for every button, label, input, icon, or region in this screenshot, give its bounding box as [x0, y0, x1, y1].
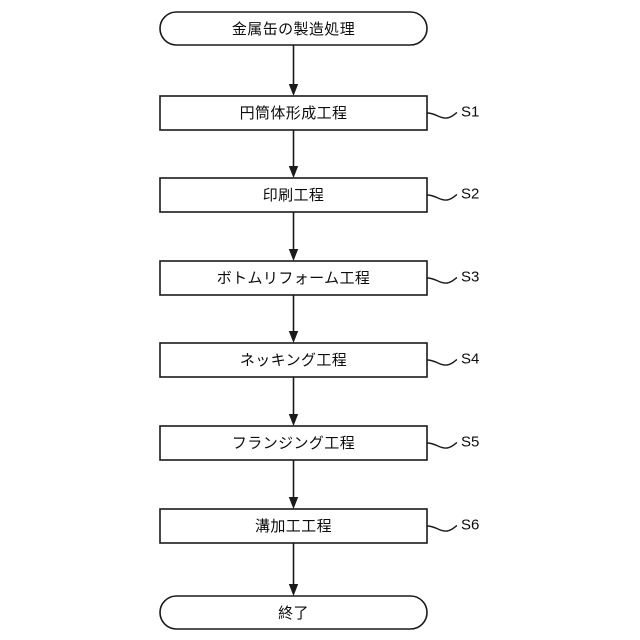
step-callout-s5-text: S5	[461, 433, 479, 450]
step-callout-s4-text: S4	[461, 350, 479, 367]
end-terminator-label: 終了	[278, 604, 309, 622]
start-terminator-label: 金属缶の製造処理	[232, 20, 355, 38]
step-callout-s6: S6	[426, 516, 479, 533]
flow-arrow-start-to-s1	[288, 45, 299, 96]
step-callout-s3-line	[426, 276, 458, 284]
arrow-head-icon	[288, 331, 299, 343]
flow-arrow-s3-to-s4	[288, 295, 299, 343]
step-callout-s1-text: S1	[461, 103, 479, 120]
arrow-head-icon	[288, 497, 299, 509]
process-step-s1-box	[159, 95, 428, 131]
process-step-s2[interactable]: 印刷工程	[159, 177, 428, 213]
step-callout-s1: S1	[426, 103, 479, 120]
step-callout-s4: S4	[426, 350, 479, 367]
step-callout-s2-text: S2	[461, 185, 479, 202]
step-callout-s2: S2	[426, 185, 479, 202]
process-step-s3-label: ボトムリフォーム工程	[217, 269, 371, 287]
flow-arrow-s5-to-s6	[288, 460, 299, 509]
step-callout-s6-line	[426, 524, 458, 532]
arrow-head-icon	[288, 84, 299, 96]
step-callout-s6-text: S6	[461, 516, 479, 533]
arrow-head-icon	[288, 584, 299, 596]
process-step-s6-label: 溝加工工程	[255, 517, 332, 535]
process-step-s4[interactable]: ネッキング工程	[159, 342, 428, 378]
arrow-head-icon	[288, 414, 299, 426]
flow-arrow-s4-to-s5	[288, 377, 299, 426]
process-step-s1-label: 円筒体形成工程	[240, 104, 348, 122]
end-terminator-shape	[159, 595, 428, 630]
arrow-head-icon	[288, 166, 299, 178]
step-callout-s2-line	[426, 193, 458, 201]
step-callout-s4-line	[426, 358, 458, 366]
step-callout-s1-line	[426, 111, 458, 119]
process-step-s4-label: ネッキング工程	[240, 351, 347, 369]
step-callout-s3: S3	[426, 268, 479, 285]
process-step-s1[interactable]: 円筒体形成工程	[159, 95, 428, 131]
step-callout-s5: S5	[426, 433, 479, 450]
arrow-head-icon	[288, 249, 299, 261]
step-callout-s5-line	[426, 441, 458, 449]
process-step-s3[interactable]: ボトムリフォーム工程	[159, 260, 428, 296]
process-step-s5[interactable]: フランジング工程	[159, 425, 428, 461]
process-step-s5-label: フランジング工程	[232, 434, 355, 452]
flow-arrow-s1-to-s2	[288, 130, 299, 178]
process-step-s6[interactable]: 溝加工工程	[159, 508, 428, 544]
process-step-s2-label: 印刷工程	[263, 186, 325, 204]
flow-arrow-s2-to-s3	[288, 212, 299, 261]
step-callout-s3-text: S3	[461, 268, 479, 285]
end-terminator[interactable]: 終了	[159, 595, 428, 630]
flow-arrow-s6-to-end	[288, 543, 299, 596]
start-terminator[interactable]: 金属缶の製造処理	[159, 11, 428, 46]
